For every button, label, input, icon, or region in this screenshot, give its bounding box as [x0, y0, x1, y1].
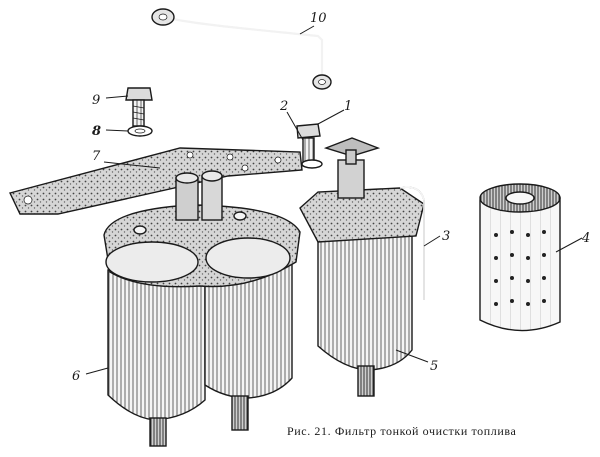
label-part-5: 5 [430, 359, 438, 374]
figure-caption: Рис. 21. Фильтр тонкой очистки топлива [287, 424, 517, 438]
part-labels: 10 9 8 7 2 1 3 4 5 6 [72, 11, 590, 384]
label-part-1: 1 [344, 99, 352, 114]
filter-housing-part-6 [103, 170, 301, 447]
bracket-part-7 [9, 147, 303, 215]
bolt-part-9 [125, 87, 153, 127]
label-part-9: 9 [92, 93, 100, 108]
label-part-8: 8 [92, 124, 101, 139]
filter-element-part-4 [479, 183, 561, 332]
washer-part-2 [301, 159, 323, 169]
label-part-10: 10 [310, 11, 327, 26]
label-part-3: 3 [442, 229, 450, 244]
label-part-2: 2 [279, 99, 288, 114]
label-part-4: 4 [581, 231, 590, 246]
label-part-6: 6 [72, 369, 80, 384]
filter-assembly-part-5 [299, 137, 425, 397]
leader-lines [85, 25, 583, 375]
washer-part-8 [127, 125, 153, 137]
fuel-pipe-part-10 [151, 8, 332, 90]
bolt-part-1 [296, 123, 321, 167]
label-part-7: 7 [92, 149, 101, 164]
